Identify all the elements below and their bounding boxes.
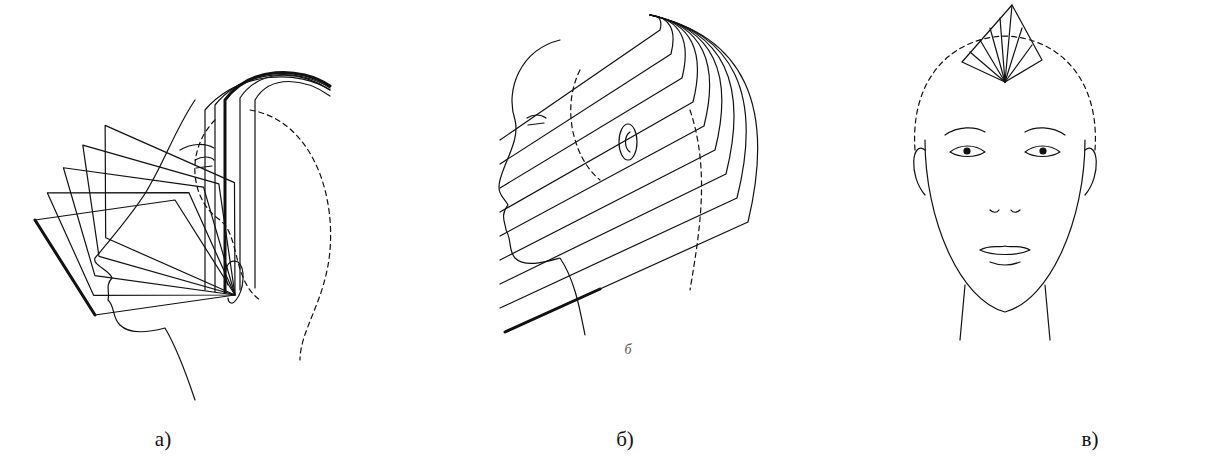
figure-label: б) — [616, 428, 634, 451]
figure-label: в) — [1082, 428, 1099, 451]
figure-label: а) — [155, 428, 171, 451]
figure-b — [499, 15, 758, 335]
figure-c — [914, 5, 1097, 340]
figure-a — [34, 72, 330, 400]
figure-mark: б — [624, 342, 631, 357]
